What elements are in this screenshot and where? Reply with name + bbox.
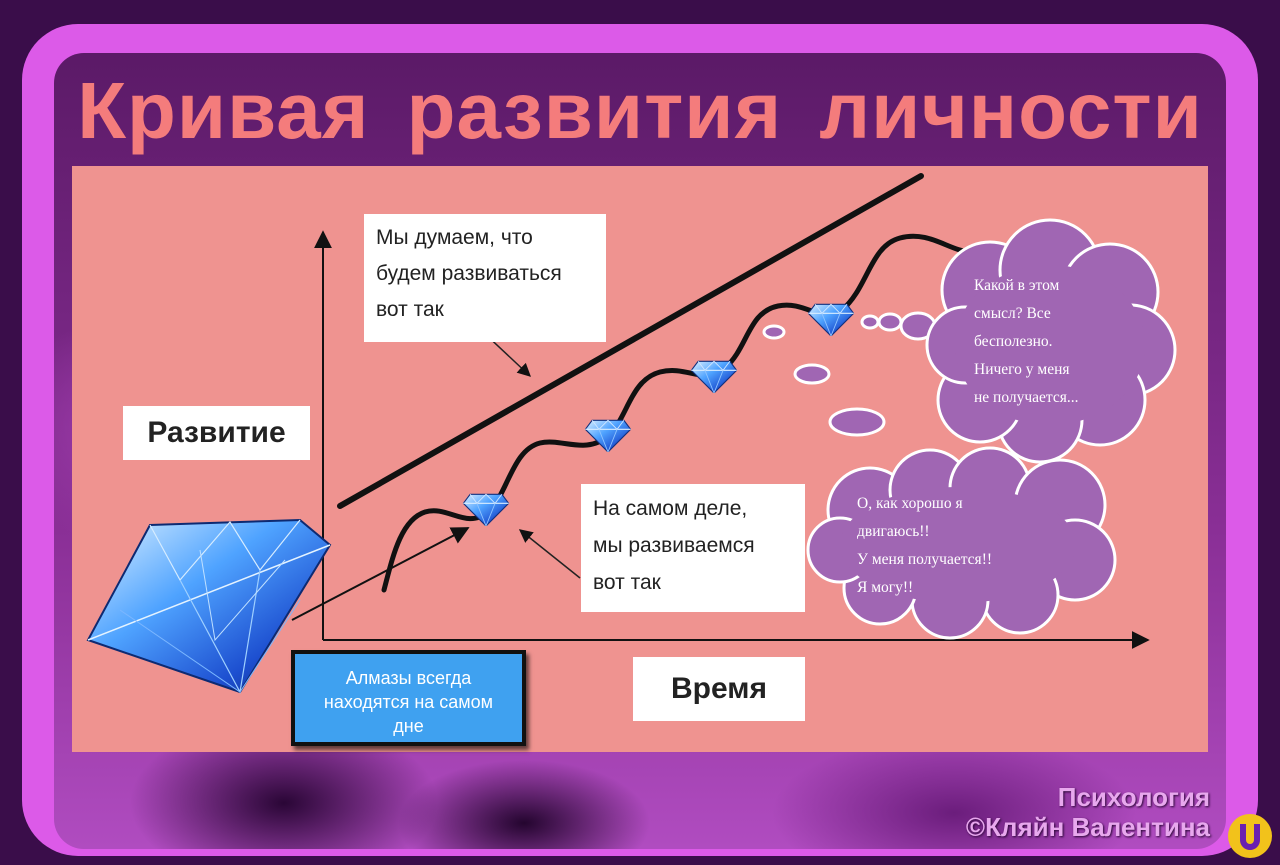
diamond-icon xyxy=(691,360,737,393)
y-axis-label: Развитие xyxy=(123,406,310,460)
cloud-top-line: не получается... xyxy=(974,389,1079,406)
diamond-icon xyxy=(463,493,509,526)
x-axis-label: Время xyxy=(633,657,805,721)
diamond-arrow xyxy=(291,527,470,621)
diamonds-note-line: Алмазы всегда xyxy=(345,668,472,688)
real-arrow xyxy=(518,529,581,579)
diamond-icon xyxy=(585,419,631,452)
expected-note-line: Мы думаем, что xyxy=(376,226,533,249)
cloud-top xyxy=(925,218,1177,464)
thought-bubbles-top xyxy=(860,311,937,341)
actual-note: На самом деле, мы развиваемся вот так xyxy=(581,484,805,612)
cloud-bottom-line: О, как хорошо я xyxy=(857,495,963,512)
cloud-bottom-line: Я могу!! xyxy=(857,579,914,596)
author-logo-icon xyxy=(1228,814,1272,858)
actual-note-line: мы развиваемся xyxy=(593,534,755,557)
diamonds-note-line: находятся на самом xyxy=(323,692,494,712)
diamonds-note-line: дне xyxy=(393,716,424,736)
page-title: Кривая развития личности xyxy=(77,66,1203,155)
expected-note-line: вот так xyxy=(376,298,444,321)
expected-line xyxy=(337,173,924,509)
cloud-bottom-line: двигаюсь!! xyxy=(857,523,930,540)
actual-note-line: вот так xyxy=(593,571,661,594)
expected-note-line: будем развиваться xyxy=(376,262,562,285)
thought-bubbles-bottom xyxy=(762,324,886,437)
credit-author: ©Кляйн Валентина xyxy=(965,812,1210,842)
cloud-top-line: Ничего у меня xyxy=(974,361,1070,378)
cloud-bottom-line: У меня получается!! xyxy=(857,551,993,568)
diamonds-note: Алмазы всегда находятся на самом дне xyxy=(291,650,526,746)
cloud-bottom xyxy=(806,446,1117,640)
cloud-top-line: бесполезно. xyxy=(974,333,1053,350)
actual-note-line: На самом деле, xyxy=(593,497,748,520)
credit-title: Психология xyxy=(1057,782,1210,812)
diamond-icon xyxy=(808,303,854,336)
cloud-top-line: смысл? Все xyxy=(974,305,1051,322)
large-diamond-icon xyxy=(86,518,332,694)
cloud-top-line: Какой в этом xyxy=(974,277,1060,294)
cloud-bottom-text: О, как хорошо я двигаюсь!! У меня получа… xyxy=(857,490,1057,602)
expected-note: Мы думаем, что будем развиваться вот так xyxy=(364,214,606,342)
cloud-top-text: Какой в этом смысл? Все бесполезно. Ниче… xyxy=(974,272,1144,412)
actual-curve xyxy=(381,233,975,593)
